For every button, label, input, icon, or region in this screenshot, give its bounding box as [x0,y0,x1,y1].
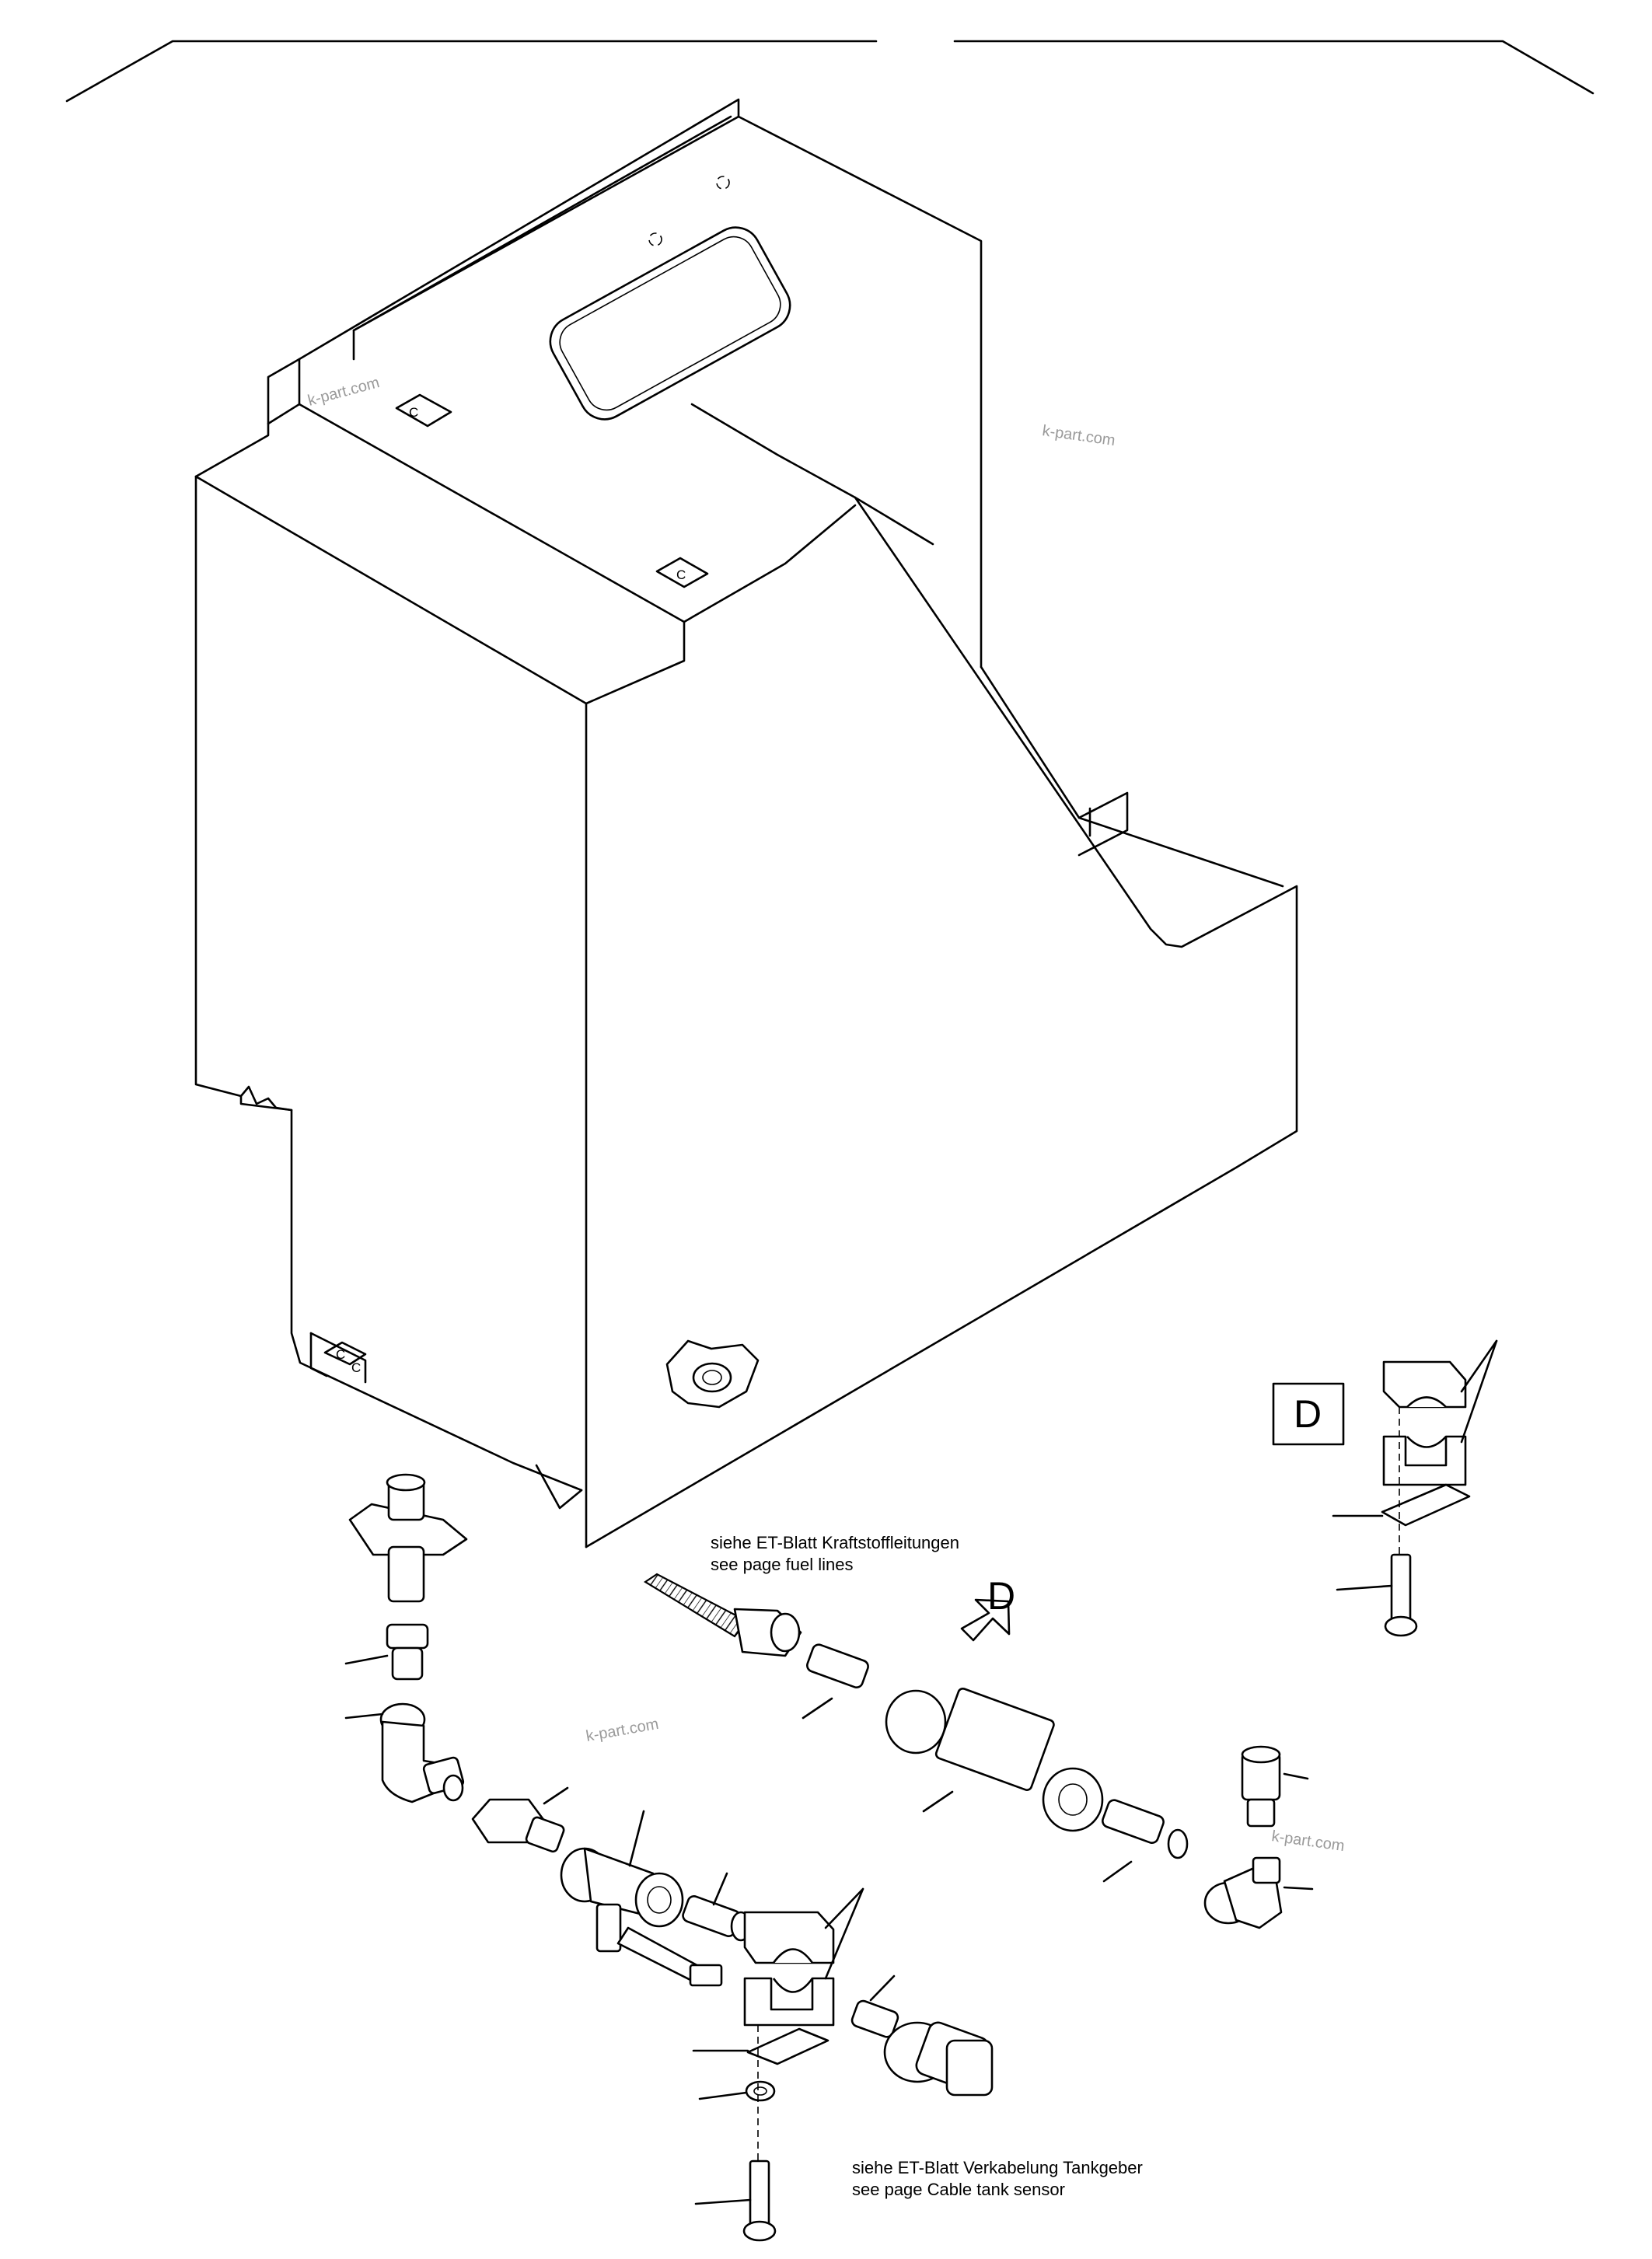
watermark-4: k-part.com [1270,1828,1346,1855]
fitting-chain-right [1203,1745,1314,1929]
detail-arrow-letter: D [987,1574,1015,1618]
note-fuel-lines-de: siehe ET-Blatt Kraftstoffleitungen [711,1533,959,1552]
watermark-2: k-part.com [1041,422,1116,449]
fitting-chain-left [344,1473,752,1987]
watermark-3: k-part.com [585,1716,660,1745]
bracket-mark-3: C [336,1347,345,1362]
note-tank-sensor-en: see page Cable tank sensor [852,2180,1065,2199]
header-frame [65,40,1594,103]
bracket-mark-1: C [409,405,418,420]
detail-d-clamp [1272,1339,1498,1637]
fuel-hose-assembly [643,1573,1189,1883]
note-fuel-lines-en: see page fuel lines [711,1555,853,1574]
bracket-mark-2: C [676,567,686,582]
watermark-1: k-part.com [306,374,382,410]
note-tank-sensor-de: siehe ET-Blatt Verkabelung Tankgeber [852,2158,1143,2177]
fuel-tank [194,98,1298,1548]
tank-sensor [850,1974,994,2097]
detail-box-letter: D [1294,1392,1322,1436]
bracket-mark-4: C [351,1360,361,1375]
pipe-clamp-centre [692,1887,864,2242]
